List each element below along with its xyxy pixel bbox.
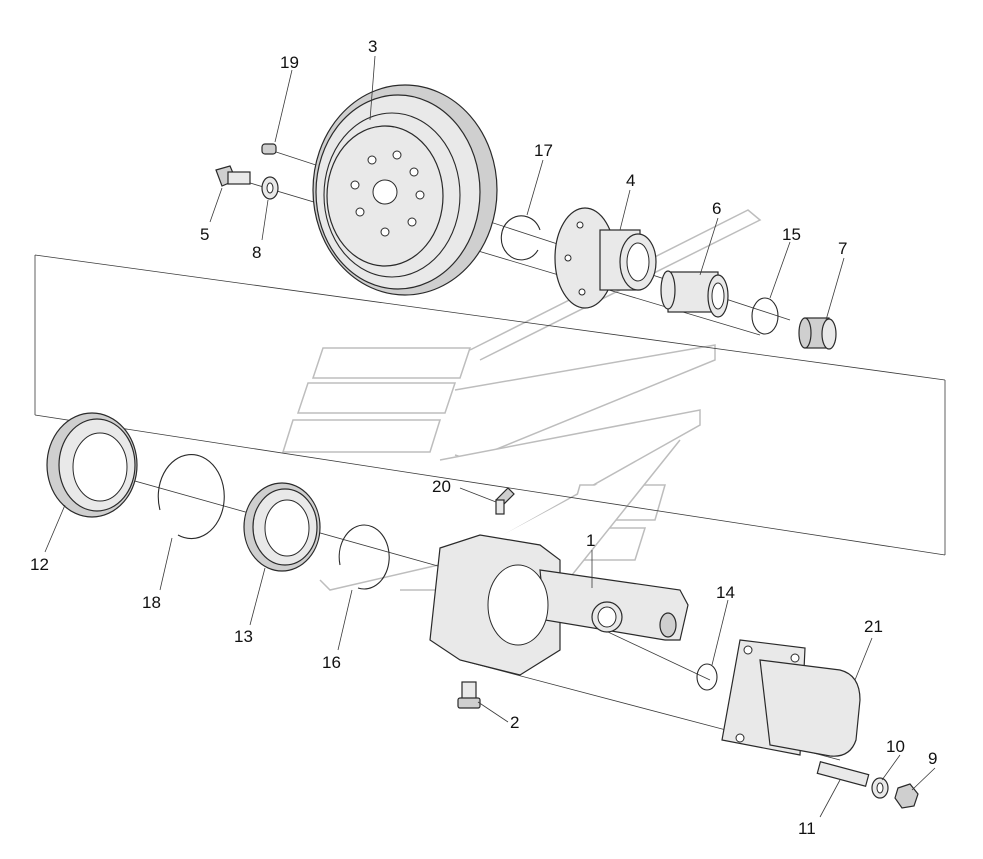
label-6: 6 — [712, 199, 721, 218]
part-3-pulley — [312, 84, 498, 296]
part-18-snap-ring — [157, 453, 225, 540]
label-8: 8 — [252, 243, 261, 262]
label-13: 13 — [234, 627, 253, 646]
part-13-seal — [243, 482, 321, 572]
label-11: 11 — [798, 819, 816, 838]
part-17-snap-ring — [500, 215, 541, 261]
label-2: 2 — [510, 713, 519, 732]
label-19: 19 — [280, 53, 299, 72]
part-1-arm-housing — [429, 534, 689, 676]
part-10-washer — [871, 777, 889, 799]
part-15-ring — [751, 297, 779, 335]
part-12-bearing — [46, 412, 138, 518]
part-14-ring — [696, 663, 718, 691]
part-11-stud — [816, 760, 870, 788]
label-17: 17 — [534, 141, 553, 160]
label-4: 4 — [626, 171, 635, 190]
label-9: 9 — [928, 749, 937, 768]
part-number-labels: 3 19 5 8 17 4 6 15 7 12 18 13 16 20 1 14… — [30, 37, 937, 838]
label-12: 12 — [30, 555, 49, 574]
part-7-gear — [798, 317, 837, 350]
label-18: 18 — [142, 593, 161, 612]
label-14: 14 — [716, 583, 735, 602]
part-2-bolt — [457, 681, 481, 709]
part-6-splined-sleeve — [660, 270, 729, 318]
label-7: 7 — [838, 239, 847, 258]
label-16: 16 — [322, 653, 341, 672]
label-20: 20 — [432, 477, 451, 496]
part-16-snap-ring — [338, 524, 390, 590]
part-5-bolt — [215, 165, 251, 187]
label-5: 5 — [200, 225, 209, 244]
leader-lines — [44, 55, 936, 818]
label-3: 3 — [368, 37, 377, 56]
part-8-washer — [261, 176, 279, 200]
label-15: 15 — [782, 225, 801, 244]
label-10: 10 — [886, 737, 905, 756]
part-19-plug — [261, 143, 277, 155]
part-21-cover — [721, 639, 861, 757]
label-21: 21 — [864, 617, 883, 636]
label-1: 1 — [586, 531, 595, 550]
part-4-hub — [554, 207, 657, 309]
part-20-grease-fitting — [495, 487, 515, 515]
